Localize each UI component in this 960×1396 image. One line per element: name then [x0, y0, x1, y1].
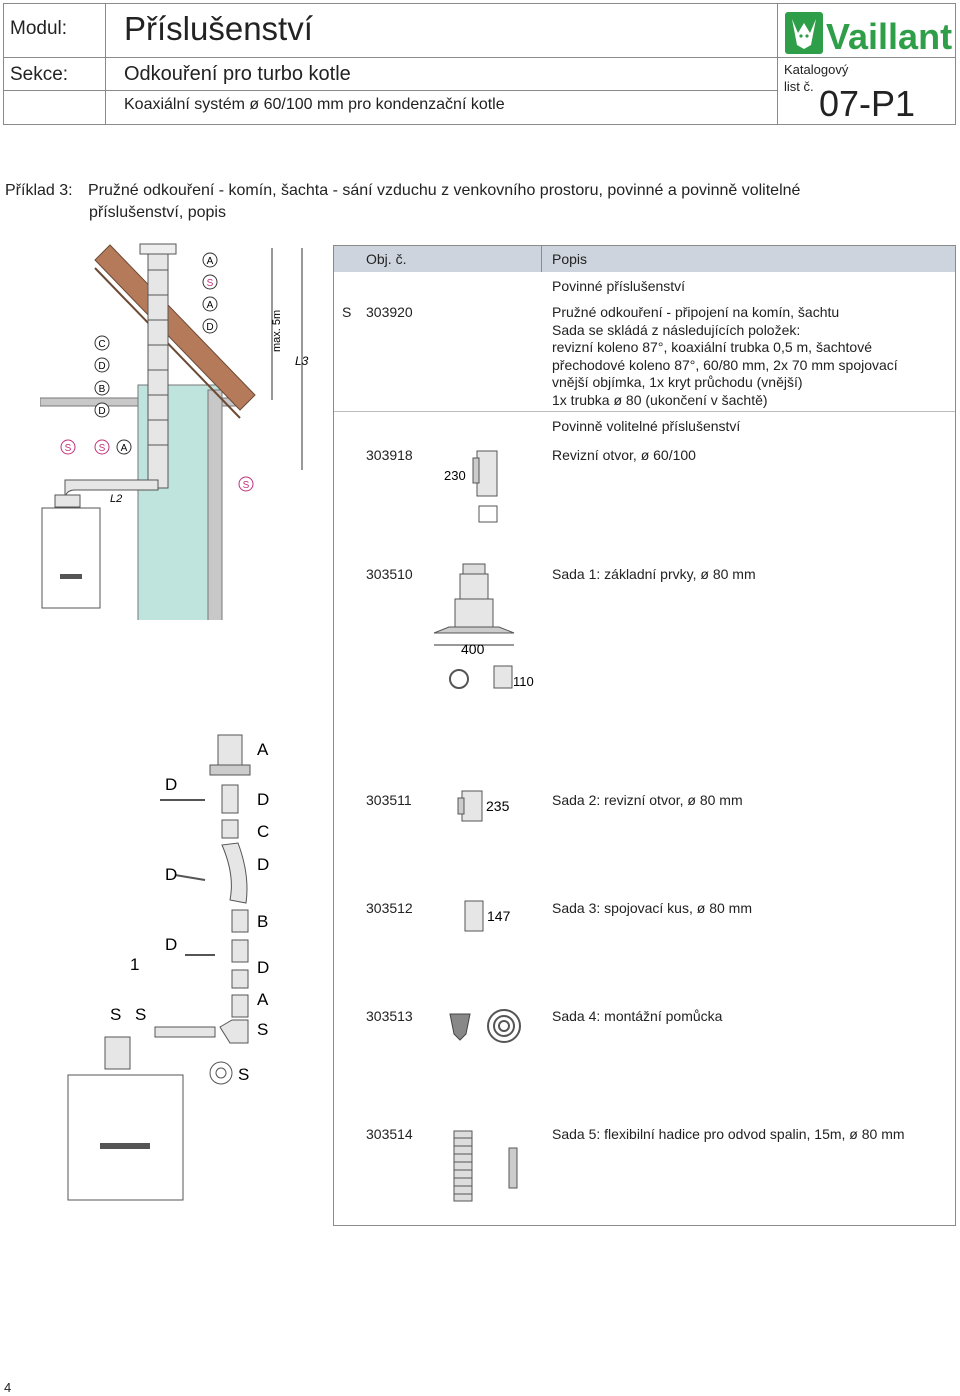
desc-line: vnější objímka, 1x kryt průchodu (vnější… — [552, 374, 803, 390]
desc-line: 1x trubka ø 80 (ukončení v šachtě) — [552, 391, 768, 408]
example-line-1: Pružné odkouření - komín, šachta - sání … — [88, 182, 801, 199]
row-code: 303510 — [366, 566, 413, 582]
example-label: Příklad 3: — [5, 182, 73, 199]
label-d: D — [257, 958, 269, 977]
inspection-kit-icon: 235 — [457, 790, 510, 822]
label-s: S — [243, 480, 250, 491]
example-line-2: příslušenství, popis — [89, 204, 226, 221]
row-description: Sada 4: montážní pomůcka — [552, 1008, 723, 1024]
row-description: Pružné odkouření - připojení na komín, š… — [552, 304, 947, 409]
l2-label: L2 — [110, 493, 122, 505]
subtitle: Koaxiální systém ø 60/100 mm pro kondenz… — [124, 96, 505, 113]
row-code: 303920 — [366, 304, 413, 320]
catalog-label-1: Katalogový — [784, 62, 849, 77]
desc-line: přechodové koleno 87°, 60/80 mm, 2x 70 m… — [552, 356, 898, 373]
label-1: 1 — [130, 955, 139, 974]
catalog-label-2: list č. — [784, 79, 814, 94]
row-code: 303513 — [366, 1008, 413, 1024]
label-s: S — [110, 1005, 121, 1024]
row-description: Sada 2: revizní otvor, ø 80 mm — [552, 792, 743, 808]
label-d: D — [206, 322, 213, 333]
section-optional: Povinně volitelné příslušenství — [552, 418, 741, 434]
label-a: A — [207, 300, 214, 311]
dim-label: 230 — [444, 468, 466, 483]
label-d: D — [257, 855, 269, 874]
label-a: A — [257, 740, 269, 759]
modul-label: Modul: — [10, 18, 68, 39]
label-d: D — [257, 790, 269, 809]
table-header — [334, 246, 955, 272]
installation-diagram: max. 5m L3 L2 C D B D A S A D S S A S — [40, 243, 309, 620]
label-a: A — [207, 256, 214, 267]
label-s: S — [207, 278, 214, 289]
label-a: A — [257, 990, 269, 1009]
label-d: D — [165, 775, 177, 794]
section-mandatory: Povinné příslušenství — [552, 278, 686, 294]
vaillant-logo: Vaillant — [784, 9, 954, 57]
sekce-label: Sekce: — [10, 64, 69, 85]
row-description: Sada 1: základní prvky, ø 80 mm — [552, 566, 756, 582]
mounting-tool-icon — [449, 1009, 521, 1043]
label-a: A — [121, 443, 128, 454]
row-marker: S — [342, 304, 352, 320]
row-code: 303511 — [366, 792, 412, 808]
label-c: C — [257, 822, 269, 841]
exploded-diagram: A D C D B D A S D D D 1 S S S — [67, 734, 269, 1201]
brand-name: Vaillant — [826, 16, 952, 57]
label-d: D — [98, 361, 105, 372]
modul-value: Příslušenství — [124, 10, 313, 47]
label-c: C — [98, 339, 105, 350]
row-code: 303512 — [366, 900, 413, 916]
label-b: B — [257, 912, 268, 931]
row-description: Sada 5: flexibilní hadice pro odvod spal… — [552, 1126, 905, 1142]
catalog-header: Modul: Příslušenství Sekce: Odkouření pr… — [3, 3, 956, 125]
connector-kit-icon: 147 — [464, 900, 511, 932]
label-s: S — [99, 443, 106, 454]
example-intro: Příklad 3: Pružné odkouření - komín, šach… — [5, 180, 905, 224]
label-d: D — [98, 406, 105, 417]
label-d: D — [165, 935, 177, 954]
dim-label: 235 — [486, 798, 510, 814]
flexible-hose-icon — [453, 1130, 518, 1202]
inspection-piece-icon: 230 — [444, 450, 498, 523]
label-s: S — [65, 443, 72, 454]
row-code: 303918 — [366, 447, 413, 463]
l3-label: L3 — [295, 354, 309, 368]
desc-line: Pružné odkouření - připojení na komín, š… — [552, 304, 840, 320]
hare-icon: Vaillant — [785, 12, 952, 57]
label-b: B — [99, 384, 106, 395]
dim-label: 147 — [487, 908, 511, 924]
desc-line: revizní koleno 87°, koaxiální trubka 0,5… — [552, 339, 872, 355]
col-popis-header: Popis — [552, 251, 588, 267]
dim-label: 110 — [513, 674, 534, 689]
label-s: S — [257, 1020, 268, 1039]
label-s: S — [238, 1065, 249, 1084]
parts-table: Obj. č. Popis Povinné příslušenství S 30… — [333, 245, 956, 1226]
desc-line: Sada se skládá z následujících položek: — [552, 321, 801, 338]
row-code: 303514 — [366, 1126, 413, 1142]
label-d: D — [165, 865, 177, 884]
label-s: S — [135, 1005, 146, 1024]
catalog-number: 07-P1 — [819, 83, 916, 124]
col-obj-header: Obj. č. — [366, 251, 407, 267]
max-height-label: max. 5m — [271, 310, 283, 352]
sekce-value: Odkouření pro turbo kotle — [124, 63, 351, 85]
page-number: 4 — [4, 1380, 12, 1395]
row-description: Sada 3: spojovací kus, ø 80 mm — [552, 900, 752, 916]
base-kit-icon: 400 110 — [433, 563, 534, 689]
row-description: Revizní otvor, ø 60/100 — [552, 447, 696, 463]
dim-label: 400 — [461, 641, 485, 657]
